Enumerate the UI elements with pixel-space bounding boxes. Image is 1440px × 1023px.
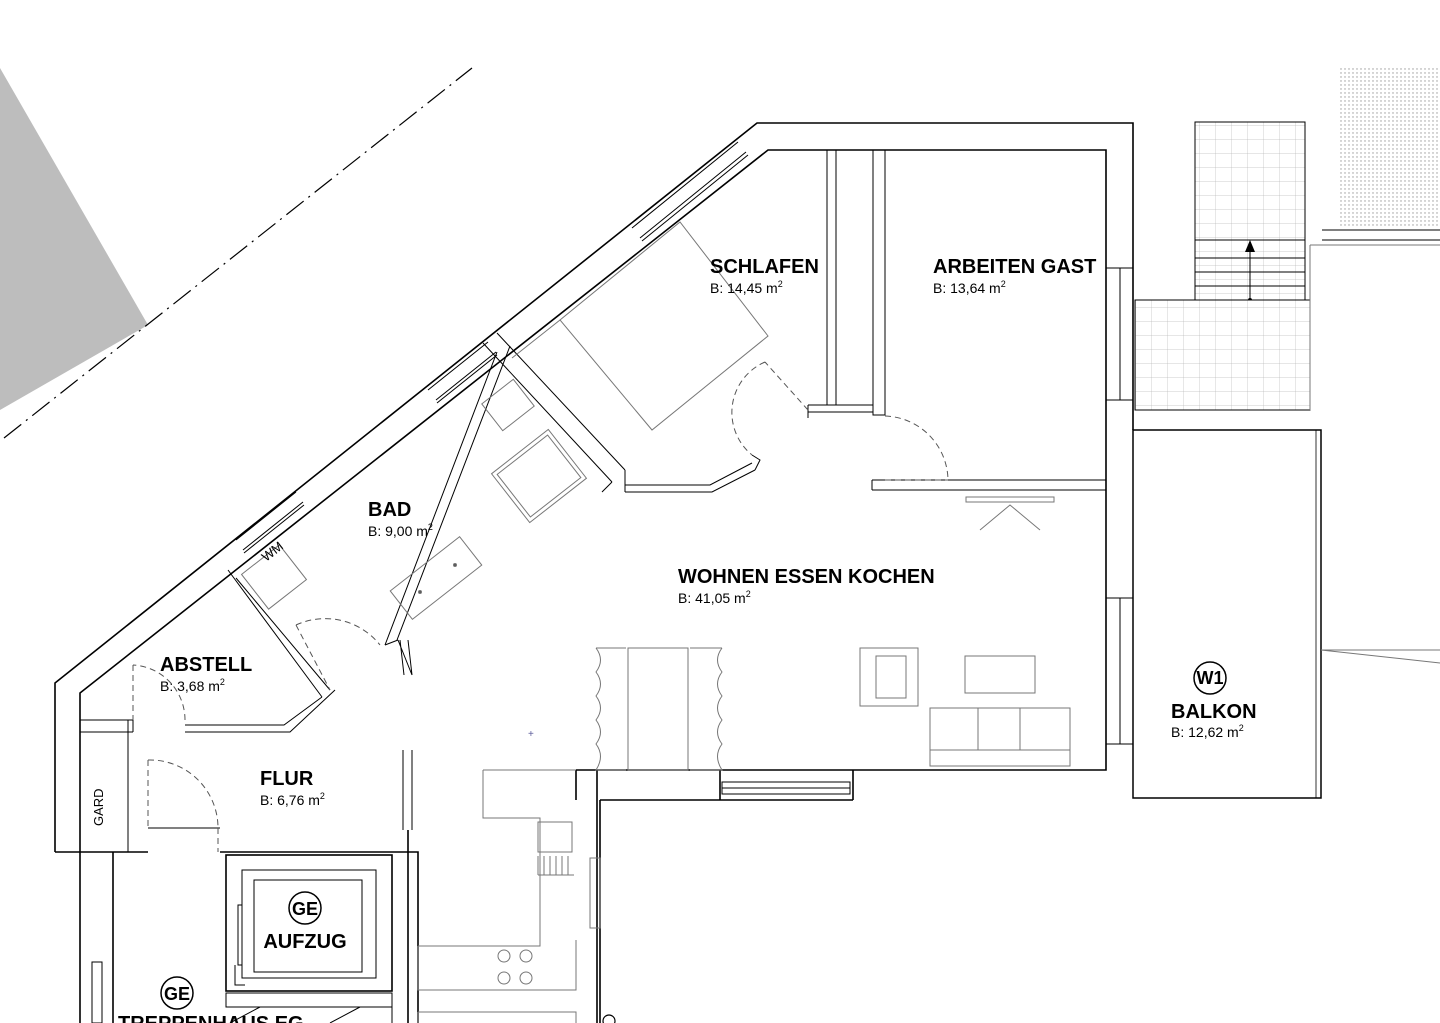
room-area: B: 41,05 m2: [678, 589, 751, 606]
interior-walls: [80, 149, 1106, 852]
room-area: B: 12,62 m2: [1171, 723, 1244, 740]
kitchen: [417, 769, 601, 1023]
wm-label: WM: [259, 538, 286, 564]
room-name: AUFZUG: [263, 931, 346, 953]
room-label-schlafen: SCHLAFEN B: 14,45 m2: [710, 256, 819, 296]
room-area: B: 3,68 m2: [160, 677, 225, 694]
neighbour-shade: [0, 68, 148, 410]
badge-ge: GE: [164, 984, 190, 1004]
room-label-balkon: W1 BALKON B: 12,62 m2: [1171, 661, 1257, 740]
room-label-bad: BAD B: 9,00 m2: [368, 499, 433, 539]
room-name-cut: TREPPENHAUS EG: [118, 1013, 304, 1023]
room-label-arbeiten-gast: ARBEITEN GAST B: 13,64 m2: [933, 256, 1096, 296]
dining-table: [595, 647, 723, 771]
room-label-abstell: ABSTELL B: 3,68 m2: [160, 654, 252, 694]
room-label-wohnen: WOHNEN ESSEN KOCHEN B: 41,05 m2: [678, 566, 935, 606]
room-label-flur: FLUR B: 6,76 m2: [260, 768, 325, 808]
room-label-treppenhaus: GE TREPPENHAUS EG: [118, 976, 304, 1023]
room-area: B: 6,76 m2: [260, 791, 325, 808]
tv-symbol: [965, 496, 1055, 531]
gard-label: GARD: [91, 788, 106, 826]
room-name: BALKON: [1171, 701, 1257, 723]
badge-circle: [288, 891, 322, 925]
living-furniture: [859, 647, 1071, 767]
stairhall: [91, 961, 393, 1023]
bath-fixtures: [240, 378, 588, 620]
room-name: ABSTELL: [160, 654, 252, 676]
door-swings: [132, 361, 949, 852]
bed: [559, 221, 769, 431]
windows-right: [721, 267, 1134, 795]
badge-circle: [1193, 661, 1227, 695]
room-area: B: 9,00 m2: [368, 522, 433, 539]
svg-text:+: +: [528, 729, 534, 740]
room-name: ARBEITEN GAST: [933, 256, 1096, 278]
elevator: [225, 854, 393, 992]
balcony-outline: [1132, 429, 1322, 799]
room-name: WOHNEN ESSEN KOCHEN: [678, 566, 935, 588]
badge-circle: [160, 976, 194, 1010]
room-label-aufzug: GE AUFZUG: [263, 891, 347, 953]
terrace-tiles: [1134, 299, 1311, 411]
room-name: BAD: [368, 499, 411, 521]
room-name: SCHLAFEN: [710, 256, 819, 278]
room-area: B: 14,45 m2: [710, 279, 783, 296]
room-name: FLUR: [260, 768, 314, 790]
windows-diagonal: [235, 141, 749, 554]
badge-w1: W1: [1197, 668, 1224, 688]
room-area: B: 13,64 m2: [933, 279, 1006, 296]
badge-ge: GE: [292, 899, 318, 919]
property-line: [3, 67, 473, 439]
dotted-area: [1338, 68, 1440, 228]
